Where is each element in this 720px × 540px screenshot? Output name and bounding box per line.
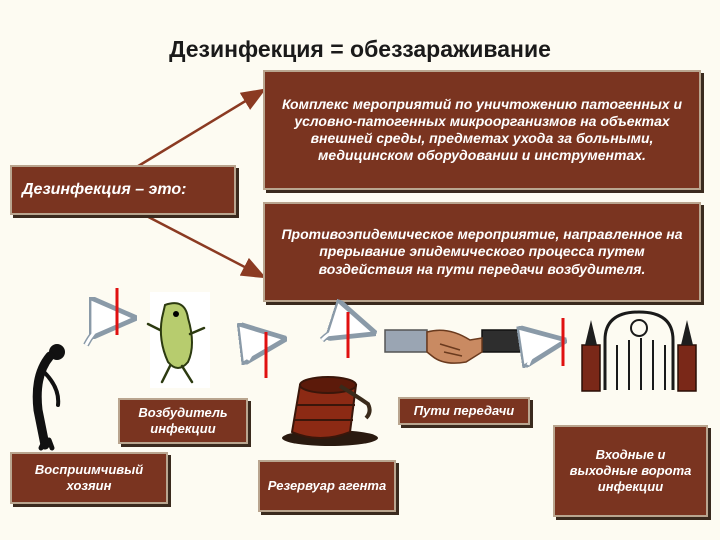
definition-1-box: Комплекс мероприятий по уничтожению пато… (263, 70, 701, 190)
gate-icon (581, 310, 697, 392)
definition-2-box: Противоэпидемическое мероприятие, направ… (263, 202, 701, 302)
handshake-icon (384, 329, 525, 364)
definition-2-text: Противоэпидемическое мероприятие, направ… (281, 226, 683, 277)
definition-1-text: Комплекс мероприятий по уничтожению пато… (281, 95, 683, 164)
stooped-person-icon (32, 344, 65, 451)
curved-arrow-icon (320, 326, 366, 342)
chain-pathogen-label: Возбудитель инфекции (138, 405, 228, 436)
chain-transmission-box: Пути передачи (398, 397, 530, 425)
chain-host-label: Восприимчивый хозяин (34, 462, 144, 493)
curved-arrow-icon (526, 340, 556, 366)
chain-portals-label: Входные и выходные ворота инфекции (569, 447, 692, 494)
chain-reservoir-label: Резервуар агента (267, 478, 387, 494)
page-title: Дезинфекция = обеззараживание (169, 36, 551, 62)
leaking-barrel-icon (282, 376, 378, 446)
arrow-to-definition-1 (134, 88, 267, 170)
curved-arrow-icon (246, 338, 276, 361)
curved-arrow-icon (84, 316, 126, 346)
arrow-to-definition-2 (134, 208, 267, 279)
chain-pathogen-box: Возбудитель инфекции (118, 398, 248, 444)
chain-reservoir-box: Резервуар агента (258, 460, 396, 512)
chain-portals-box: Входные и выходные ворота инфекции (553, 425, 708, 517)
curved-arrow-icon (248, 340, 275, 360)
germ-creature-icon (146, 292, 210, 388)
definition-label-box: Дезинфекция – это: (10, 165, 236, 215)
chain-transmission-label: Пути передачи (413, 403, 515, 419)
definition-label: Дезинфекция – это: (22, 181, 187, 199)
chain-host-box: Восприимчивый хозяин (10, 452, 168, 504)
